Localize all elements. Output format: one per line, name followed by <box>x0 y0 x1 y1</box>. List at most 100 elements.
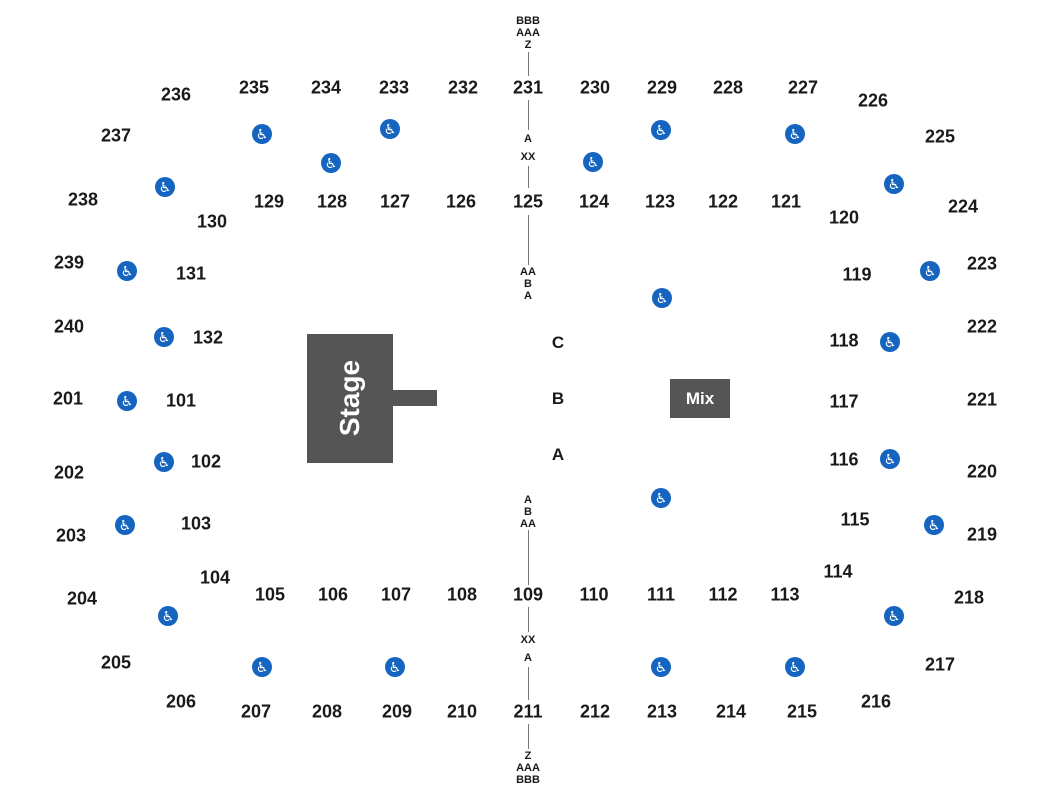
section-112[interactable]: 112 <box>708 584 738 605</box>
wheelchair-accessible-icon: ♿ <box>154 327 174 347</box>
section-222[interactable]: 222 <box>966 316 998 337</box>
aisle-row-label: XX <box>520 151 536 163</box>
section-101[interactable]: 101 <box>165 390 197 411</box>
wheelchair-accessible-icon: ♿ <box>884 174 904 194</box>
section-223[interactable]: 223 <box>966 253 998 274</box>
wheelchair-accessible-icon: ♿ <box>651 120 671 140</box>
section-228[interactable]: 228 <box>712 77 744 98</box>
section-120[interactable]: 120 <box>828 207 860 228</box>
section-123[interactable]: 123 <box>644 191 676 212</box>
section-215[interactable]: 215 <box>786 701 818 722</box>
aisle-line <box>528 52 529 76</box>
section-205[interactable]: 205 <box>100 652 132 673</box>
section-207[interactable]: 207 <box>240 701 272 722</box>
section-103[interactable]: 103 <box>180 513 212 534</box>
section-239[interactable]: 239 <box>53 252 85 273</box>
section-201[interactable]: 201 <box>52 388 84 409</box>
section-130[interactable]: 130 <box>196 211 228 232</box>
section-240[interactable]: 240 <box>53 316 85 337</box>
wheelchair-accessible-icon: ♿ <box>785 124 805 144</box>
section-118[interactable]: 118 <box>829 330 859 351</box>
section-237[interactable]: 237 <box>100 125 132 146</box>
section-121[interactable]: 121 <box>770 191 802 212</box>
section-116[interactable]: 116 <box>829 449 859 470</box>
section-109[interactable]: 109 <box>512 584 544 605</box>
wheelchair-accessible-icon: ♿ <box>115 515 135 535</box>
aisle-row-label: AA <box>520 518 536 530</box>
section-212[interactable]: 212 <box>579 701 611 722</box>
section-204[interactable]: 204 <box>66 588 98 609</box>
section-125[interactable]: 125 <box>512 191 544 212</box>
wheelchair-accessible-icon: ♿ <box>651 657 671 677</box>
aisle-row-label: BBB <box>516 774 540 786</box>
section-209[interactable]: 209 <box>381 701 413 722</box>
section-229[interactable]: 229 <box>646 77 678 98</box>
section-202[interactable]: 202 <box>53 462 85 483</box>
wheelchair-accessible-icon: ♿ <box>652 288 672 308</box>
section-104[interactable]: 104 <box>199 567 231 588</box>
section-224[interactable]: 224 <box>947 196 979 217</box>
section-232[interactable]: 232 <box>447 77 479 98</box>
section-216[interactable]: 216 <box>860 691 892 712</box>
section-105[interactable]: 105 <box>254 584 286 605</box>
section-122[interactable]: 122 <box>707 191 739 212</box>
aisle-row-label: AAA <box>516 27 540 39</box>
section-124[interactable]: 124 <box>578 191 610 212</box>
section-214[interactable]: 214 <box>715 701 747 722</box>
section-217[interactable]: 217 <box>924 654 956 675</box>
section-203[interactable]: 203 <box>55 525 87 546</box>
section-236[interactable]: 236 <box>160 84 192 105</box>
stage <box>307 334 393 463</box>
section-225[interactable]: 225 <box>924 126 956 147</box>
section-131[interactable]: 131 <box>175 263 207 284</box>
wheelchair-accessible-icon: ♿ <box>158 606 178 626</box>
section-114[interactable]: 114 <box>823 561 853 582</box>
section-128[interactable]: 128 <box>316 191 348 212</box>
section-115[interactable]: 115 <box>840 509 870 530</box>
wheelchair-accessible-icon: ♿ <box>884 606 904 626</box>
section-106[interactable]: 106 <box>317 584 349 605</box>
wheelchair-accessible-icon: ♿ <box>155 177 175 197</box>
floor-row-b: B <box>551 389 565 408</box>
aisle-row-label: A <box>524 290 532 302</box>
section-233[interactable]: 233 <box>378 77 410 98</box>
section-230[interactable]: 230 <box>579 77 611 98</box>
wheelchair-accessible-icon: ♿ <box>117 391 137 411</box>
section-111[interactable]: 111 <box>646 584 676 605</box>
section-208[interactable]: 208 <box>311 701 343 722</box>
section-132[interactable]: 132 <box>192 327 224 348</box>
section-113[interactable]: 113 <box>770 584 800 605</box>
wheelchair-accessible-icon: ♿ <box>880 332 900 352</box>
section-234[interactable]: 234 <box>310 77 342 98</box>
section-227[interactable]: 227 <box>787 77 819 98</box>
section-221[interactable]: 221 <box>966 389 998 410</box>
floor-row-a: A <box>551 445 565 464</box>
wheelchair-accessible-icon: ♿ <box>583 152 603 172</box>
section-213[interactable]: 213 <box>646 701 678 722</box>
section-107[interactable]: 107 <box>380 584 412 605</box>
section-206[interactable]: 206 <box>165 691 197 712</box>
aisle-line <box>528 166 529 188</box>
section-117[interactable]: 117 <box>829 391 859 412</box>
section-211[interactable]: 211 <box>513 701 543 722</box>
section-110[interactable]: 110 <box>579 584 609 605</box>
aisle-line <box>528 667 529 700</box>
section-235[interactable]: 235 <box>238 77 270 98</box>
section-231[interactable]: 231 <box>512 77 544 98</box>
section-210[interactable]: 210 <box>446 701 478 722</box>
aisle-line <box>528 215 529 265</box>
section-127[interactable]: 127 <box>379 191 411 212</box>
section-219[interactable]: 219 <box>966 524 998 545</box>
section-220[interactable]: 220 <box>966 461 998 482</box>
section-129[interactable]: 129 <box>253 191 285 212</box>
section-238[interactable]: 238 <box>67 189 99 210</box>
section-218[interactable]: 218 <box>953 587 985 608</box>
section-119[interactable]: 119 <box>842 264 872 285</box>
section-126[interactable]: 126 <box>445 191 477 212</box>
section-102[interactable]: 102 <box>190 451 222 472</box>
wheelchair-accessible-icon: ♿ <box>252 657 272 677</box>
section-226[interactable]: 226 <box>857 90 889 111</box>
aisle-row-label: A <box>524 133 532 145</box>
section-108[interactable]: 108 <box>446 584 478 605</box>
